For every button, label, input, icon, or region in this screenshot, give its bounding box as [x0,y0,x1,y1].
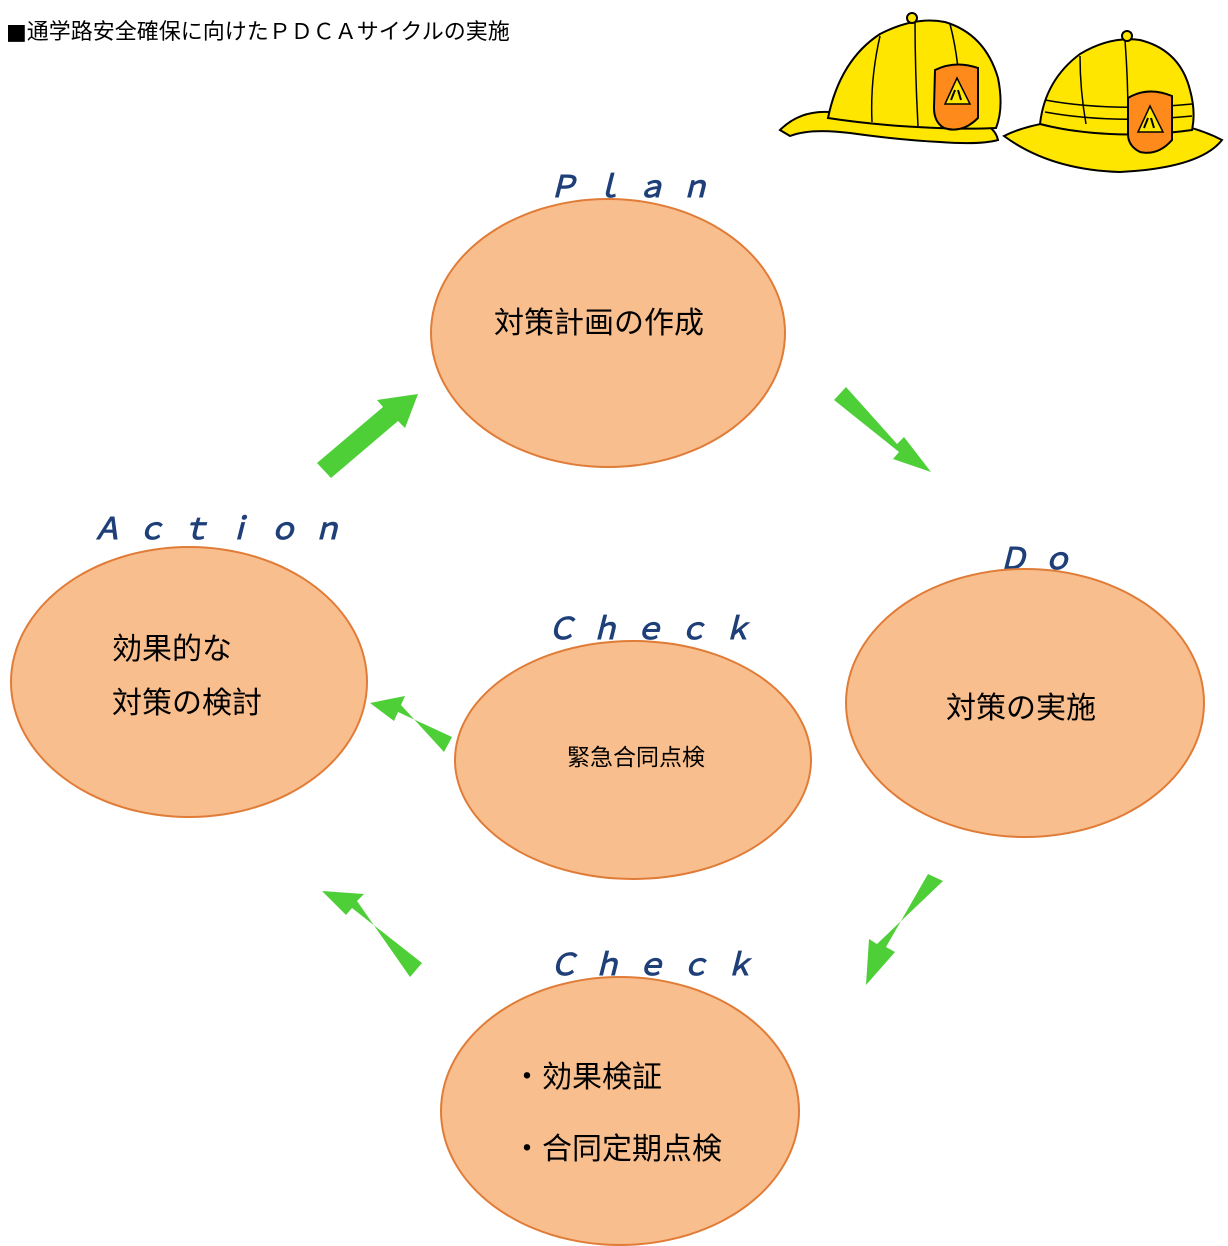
arrow-check-to-action [322,891,422,977]
action-node-text-line1: 効果的な [112,632,232,667]
arrow-emergency-to-action [370,696,452,752]
action-label: Ａｃｔｉｏｎ [92,512,356,547]
action-node-text-line2: 対策の検討 [112,686,262,721]
arrow-action-to-plan [317,394,418,478]
arrow-plan-to-do [834,387,931,472]
check-main-node-text-line1: ・効果検証 [512,1060,662,1095]
arrow-do-to-check [866,874,943,985]
plan-node [430,198,786,468]
check-emergency-node-text: 緊急合同点検 [567,745,705,771]
check-main-node [440,976,800,1246]
page-title: ■通学路安全確保に向けたＰＤＣＡサイクルの実施 [6,20,510,45]
plan-node-text: 対策計画の作成 [494,306,704,341]
school-hat-icon [778,12,1002,145]
action-node [10,546,368,818]
school-hat-icon [1002,30,1224,174]
do-node [845,568,1205,838]
do-node-text: 対策の実施 [946,691,1096,726]
check-main-label: Ｃｈｅｃｋ [548,948,768,983]
check-emergency-node [454,640,812,880]
check-main-node-text-line2: ・合同定期点検 [512,1132,722,1167]
cycle-arrows [317,387,943,985]
